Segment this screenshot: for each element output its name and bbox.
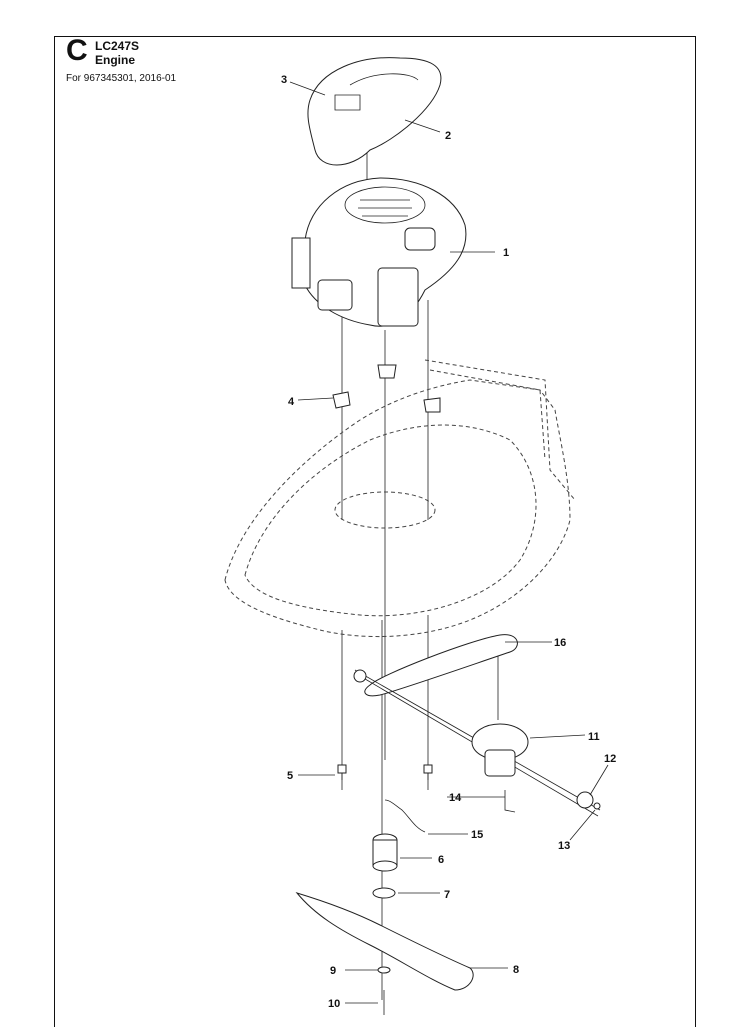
callout-3: 3	[281, 74, 287, 86]
callout-4: 4	[288, 396, 295, 408]
callout-leader-lines	[289, 81, 609, 1004]
callout-9: 9	[330, 965, 336, 977]
callout-8: 8	[513, 964, 519, 976]
callout-2: 2	[445, 130, 451, 142]
applicability-line: For 967345301, 2016-01	[66, 73, 177, 84]
callout-16: 16	[554, 637, 566, 649]
engine-block	[291, 177, 467, 327]
cable-clip-15	[384, 799, 426, 833]
callout-1: 1	[503, 247, 509, 259]
callout-12: 12	[604, 753, 616, 765]
callout-13: 13	[558, 840, 570, 852]
washer-7	[372, 887, 396, 899]
callout-6: 6	[438, 854, 444, 866]
washer-9	[377, 966, 391, 974]
mower-deck	[224, 359, 576, 638]
model-number: LC247S	[95, 39, 140, 53]
blade-adapter	[372, 833, 398, 872]
engine-mount-spacers	[332, 364, 441, 413]
gearbox-axle	[353, 669, 601, 817]
key-14	[504, 790, 516, 813]
callout-7: 7	[444, 889, 450, 901]
section-letter: C	[66, 34, 88, 67]
callout-15: 15	[471, 829, 483, 841]
top-cover	[307, 57, 442, 166]
callout-10: 10	[328, 998, 340, 1010]
callout-14: 14	[449, 792, 462, 804]
drive-belt	[364, 634, 518, 697]
engine-bolts	[337, 764, 433, 790]
cutting-blade	[295, 892, 474, 991]
callout-5: 5	[287, 770, 293, 782]
section-title: Engine	[95, 53, 136, 67]
page-frame	[54, 36, 696, 1027]
callout-11: 11	[588, 731, 600, 743]
